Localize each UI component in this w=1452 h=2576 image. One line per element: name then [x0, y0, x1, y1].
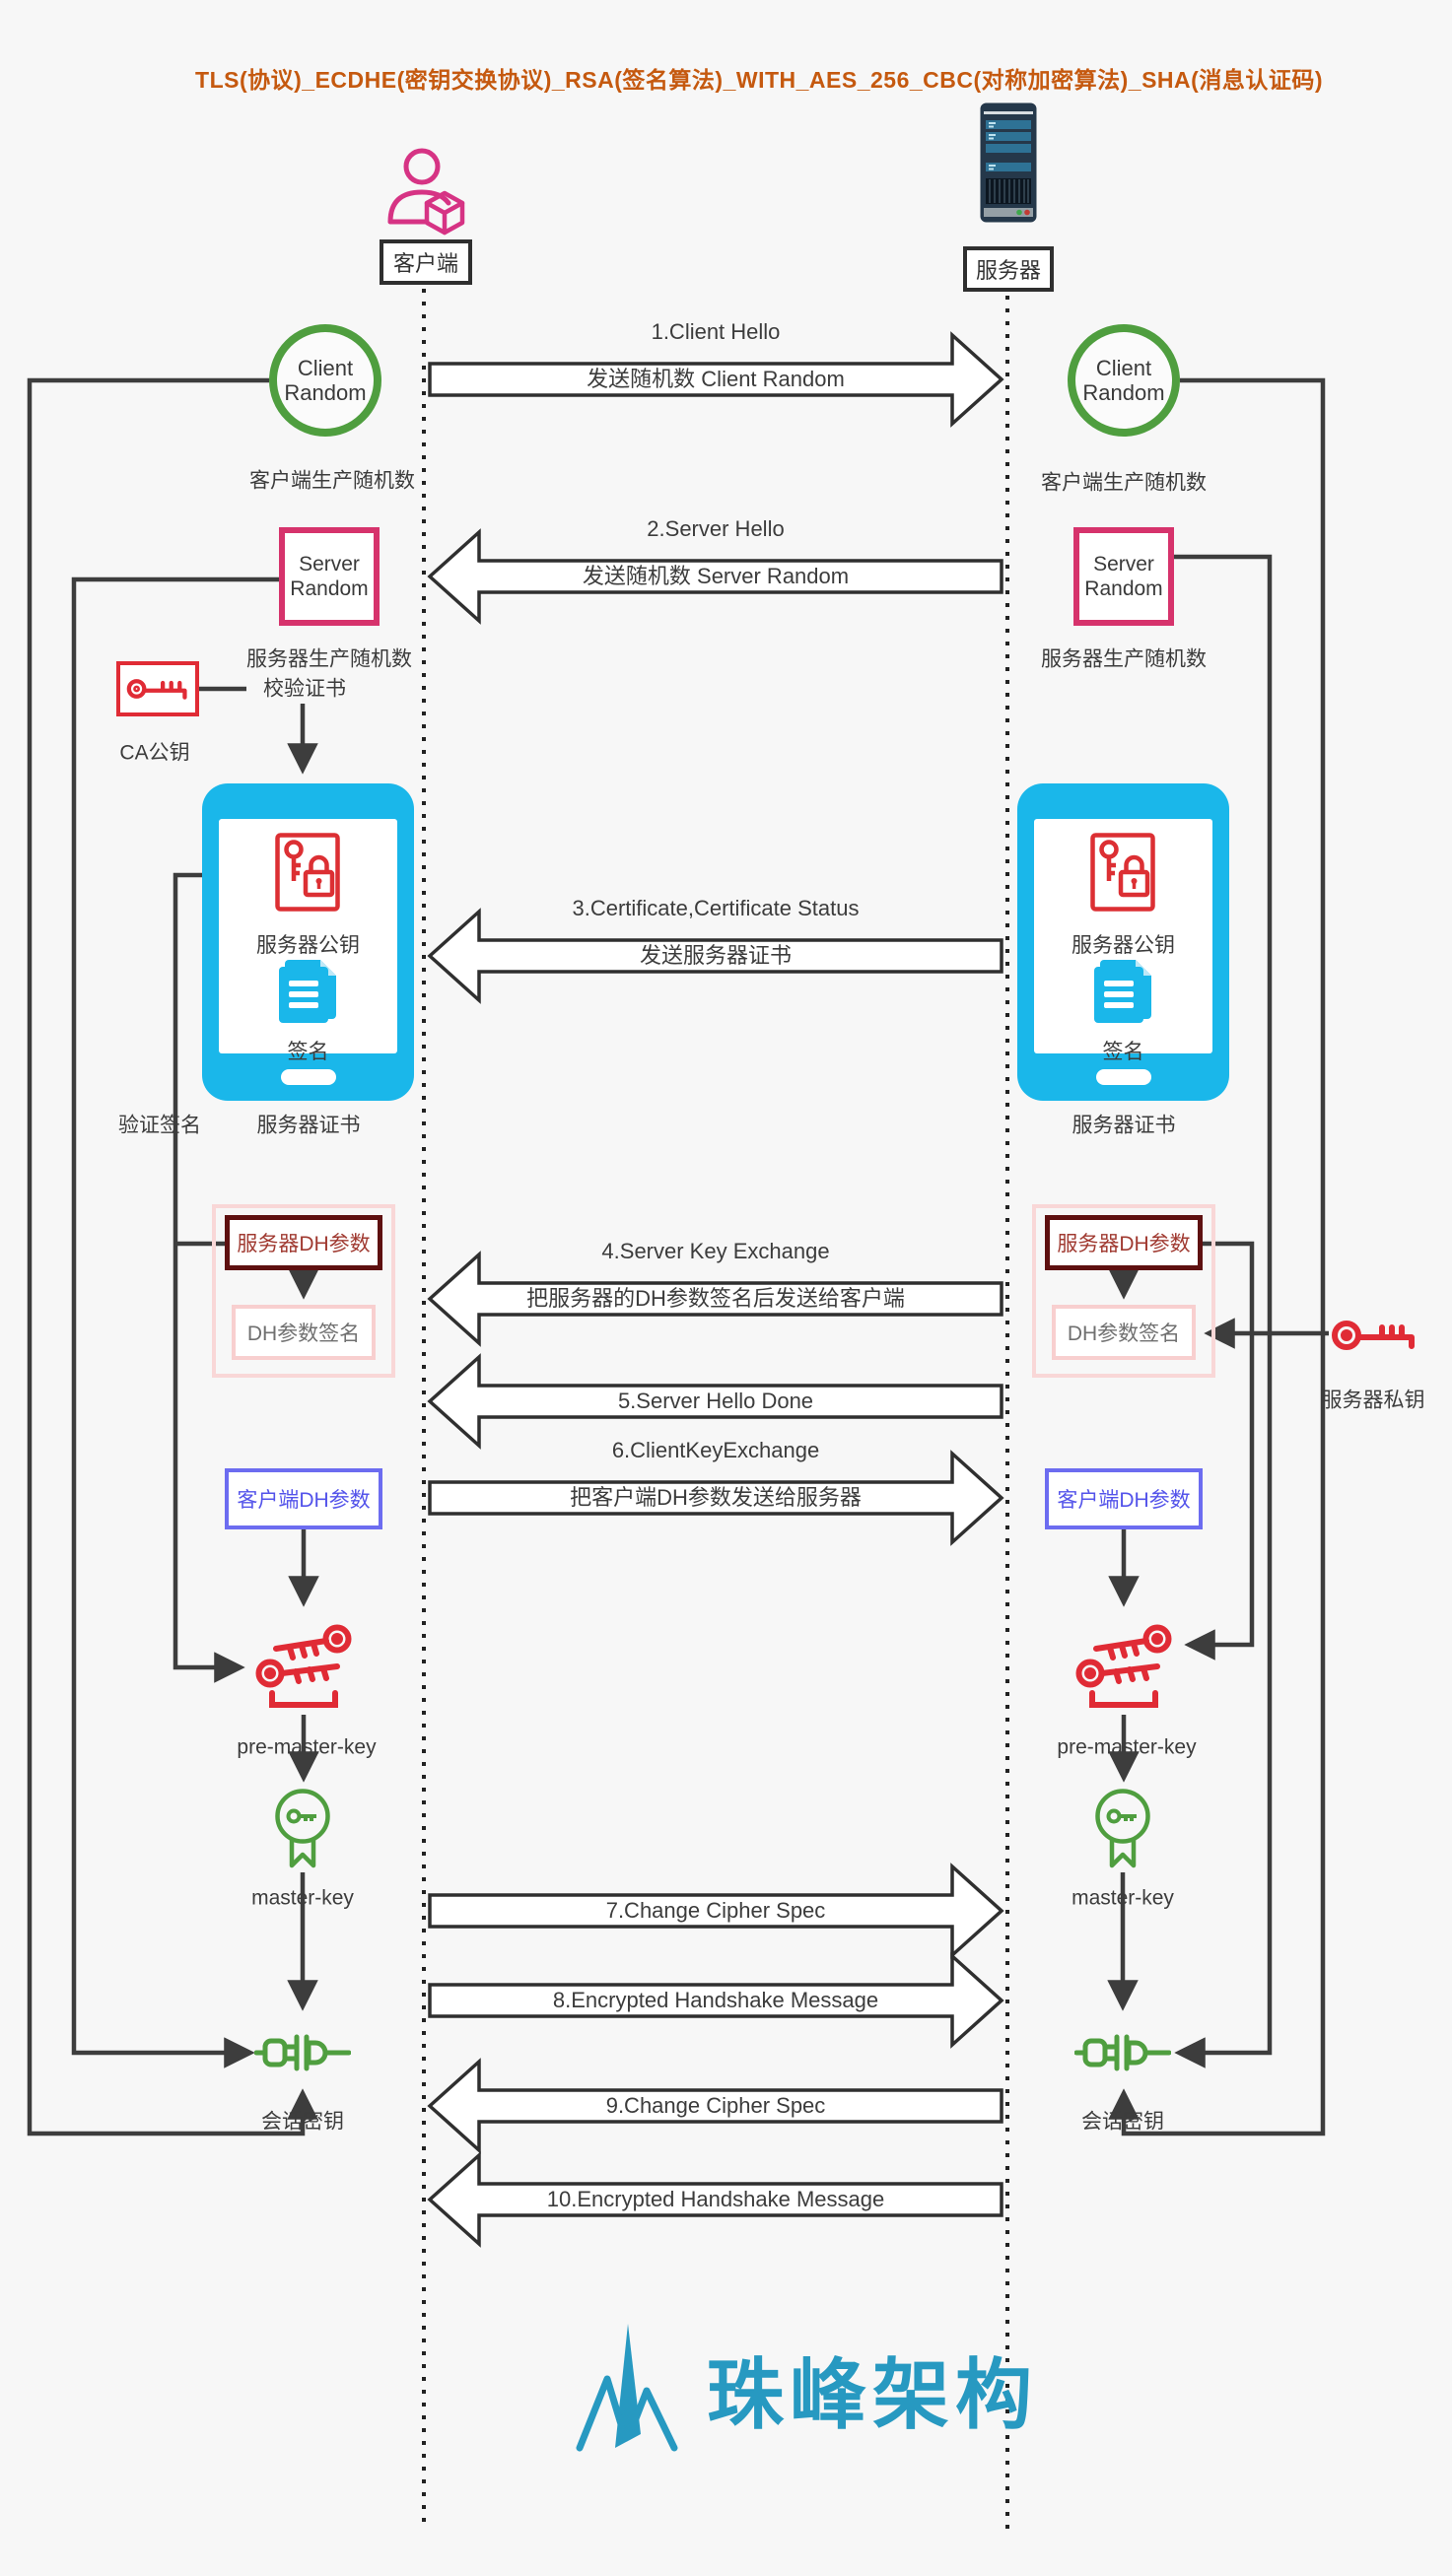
server-random-node-right: Server Random — [1073, 527, 1174, 626]
signature-document-icon — [1086, 957, 1159, 1031]
server-random-node-left: Server Random — [279, 527, 380, 626]
client-dh-params-left: 客户端DH参数 — [225, 1468, 382, 1529]
message-4-desc: 把服务器的DH参数签名后发送给客户端 — [526, 1285, 905, 1311]
client-dh-params-right: 客户端DH参数 — [1045, 1468, 1203, 1529]
message-arrow-1 — [428, 331, 1004, 428]
server-private-key-icon — [1327, 1303, 1417, 1371]
message-arrow-3 — [427, 908, 1003, 1004]
dh-group-right — [1032, 1204, 1215, 1378]
message-2-step: 2.Server Hello — [647, 515, 785, 541]
server-certificate-tablet-left: 服务器公钥 签名 — [202, 783, 414, 1101]
master-key-label-left: master-key — [251, 1886, 354, 1910]
dh-params-signature-right: DH参数签名 — [1052, 1305, 1196, 1360]
logo-text: 珠峰架构 — [706, 2351, 1039, 2438]
server-certificate-caption-left: 服务器证书 — [256, 1114, 361, 1137]
signature-document-icon — [271, 957, 344, 1031]
master-key-badge-icon-left — [273, 1788, 332, 1875]
message-5-step: 5.Server Hello Done — [617, 1388, 814, 1413]
session-key-connector-icon-right — [1073, 2025, 1172, 2085]
message-arrow-2 — [427, 528, 1003, 625]
server-private-key-label: 服务器私钥 — [1321, 1389, 1425, 1412]
client-random-node-left: Client Random — [269, 324, 381, 437]
message-1-step: 1.Client Hello — [651, 318, 781, 344]
message-2-desc: 发送随机数 Server Random — [582, 563, 850, 588]
server-certificate-tablet-right: 服务器公钥 签名 — [1017, 783, 1229, 1101]
client-random-node-right: Client Random — [1068, 324, 1180, 437]
ca-public-key-icon — [116, 661, 199, 716]
message-10-step: 10.Encrypted Handshake Message — [546, 2186, 885, 2211]
server-public-key-label: 服务器公钥 — [1072, 934, 1175, 957]
dh-group-left — [212, 1204, 395, 1378]
server-tower-icon — [979, 102, 1038, 229]
client-actor-label: 客户端 — [392, 251, 458, 276]
tablet-home-button — [1095, 1069, 1151, 1085]
server-certificate-caption-right: 服务器证书 — [1072, 1114, 1176, 1137]
dh-params-signature-left: DH参数签名 — [232, 1305, 376, 1360]
client-random-caption-right: 客户端生产随机数 — [1041, 471, 1207, 495]
wire-server-random-right-to-session-key — [1174, 554, 1273, 2068]
message-3-desc: 发送服务器证书 — [639, 942, 793, 968]
tablet-home-button — [280, 1069, 336, 1085]
master-key-label-right: master-key — [1072, 1886, 1174, 1910]
message-arrow-4 — [427, 1251, 1003, 1347]
signature-label: 签名 — [1102, 1041, 1144, 1063]
verify-certificate-label: 校验证书 — [263, 677, 346, 701]
server-dh-params-left: 服务器DH参数 — [225, 1215, 382, 1270]
message-7-step: 7.Change Cipher Spec — [605, 1897, 826, 1923]
session-key-label-right: 会话密钥 — [1081, 2110, 1164, 2134]
wire-client-random-left-to-session-key — [27, 377, 318, 2136]
pre-master-key-icon-left — [246, 1614, 361, 1718]
message-arrow-7 — [428, 1863, 1004, 1959]
server-random-caption-right: 服务器生产随机数 — [1041, 647, 1207, 671]
client-actor-box: 客户端 — [380, 239, 472, 285]
message-arrow-9 — [427, 2058, 1003, 2154]
wire-server-dh-right-to-premaster — [1184, 1241, 1255, 1661]
server-random-caption-left: 服务器生产随机数 — [246, 647, 412, 671]
wire-client-random-right-to-session-key — [1108, 377, 1326, 2136]
client-random-caption-left: 客户端生产随机数 — [249, 469, 415, 493]
certificate-key-lock-icon — [275, 833, 340, 916]
certificate-key-lock-icon — [1090, 833, 1155, 916]
server-actor-label: 服务器 — [975, 258, 1041, 283]
client-person-icon — [382, 144, 473, 245]
message-9-step: 9.Change Cipher Spec — [605, 2092, 826, 2118]
pre-master-key-label-left: pre-master-key — [237, 1735, 377, 1759]
wire-server-random-left-to-session-key — [71, 576, 279, 2068]
message-1-desc: 发送随机数 Client Random — [587, 366, 845, 391]
page-title: TLS(协议)_ECDHE(密钥交换协议)_RSA(签名算法)_WITH_AES… — [195, 67, 1323, 93]
verify-signature-label: 验证签名 — [118, 1114, 201, 1137]
message-6-desc: 把客户端DH参数发送给服务器 — [570, 1484, 862, 1510]
message-4-step: 4.Server Key Exchange — [601, 1238, 830, 1263]
ca-public-key-label: CA公钥 — [119, 741, 190, 765]
session-key-connector-icon-left — [253, 2025, 352, 2085]
message-6-step: 6.ClientKeyExchange — [611, 1437, 820, 1462]
message-3-step: 3.Certificate,Certificate Status — [572, 895, 860, 920]
pre-master-key-icon-right — [1067, 1614, 1181, 1718]
message-arrow-5 — [427, 1353, 1003, 1450]
server-dh-params-right: 服务器DH参数 — [1045, 1215, 1203, 1270]
message-arrow-6 — [428, 1450, 1004, 1546]
server-public-key-label: 服务器公钥 — [256, 934, 360, 957]
message-arrow-8 — [428, 1952, 1004, 2049]
server-actor-box: 服务器 — [963, 246, 1054, 292]
message-8-step: 8.Encrypted Handshake Message — [552, 1987, 879, 2012]
pre-master-key-label-right: pre-master-key — [1057, 1735, 1197, 1759]
master-key-badge-icon-right — [1093, 1788, 1152, 1875]
session-key-label-left: 会话密钥 — [261, 2110, 344, 2134]
signature-label: 签名 — [287, 1041, 329, 1063]
message-arrow-10 — [427, 2151, 1003, 2248]
logo-mountain-icon — [572, 2318, 685, 2461]
